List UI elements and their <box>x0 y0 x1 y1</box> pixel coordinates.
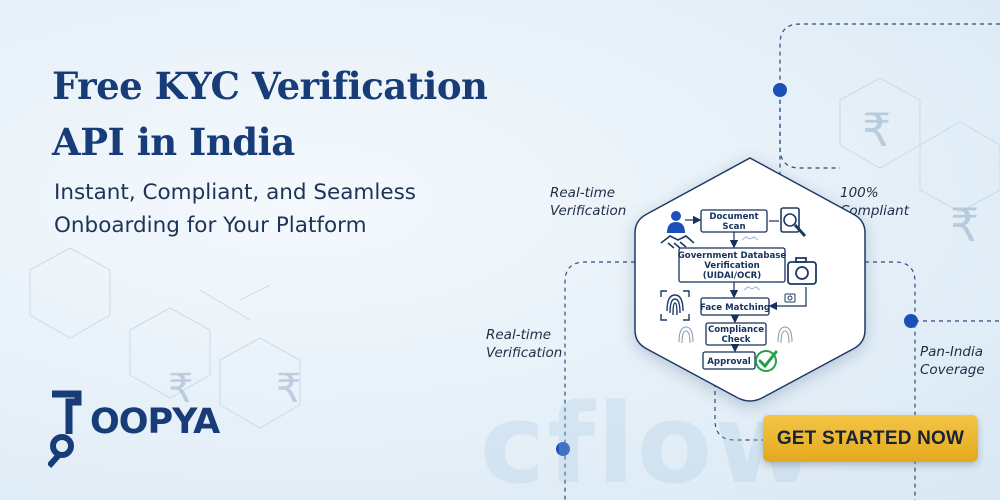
realtime-verification-label-left: Real-time Verification <box>486 327 563 361</box>
svg-text:(UIDAI/OCR): (UIDAI/OCR) <box>703 271 761 281</box>
svg-text:Government Database: Government Database <box>678 251 787 261</box>
fingerprint-icon <box>678 326 793 344</box>
logo-mark <box>48 390 82 469</box>
flow-step-document-scan: Document Scan <box>700 209 768 233</box>
handshake-icon <box>660 235 695 249</box>
flow-step-approval: Approval <box>702 351 756 370</box>
compliant-label: 100% Compliant <box>840 185 910 219</box>
rupee-icon: ₹ <box>168 366 194 412</box>
flow-step-compliance-check: Compliance Check <box>705 322 767 346</box>
svg-text:Verification: Verification <box>704 261 760 271</box>
pan-india-coverage-label: Pan-India Coverage <box>920 344 985 378</box>
svg-text:Document: Document <box>709 212 758 222</box>
svg-text:Compliance: Compliance <box>708 325 764 335</box>
watermark-text: cflow <box>480 380 818 500</box>
svg-text:Face Matching: Face Matching <box>700 303 770 313</box>
subheadline: Instant, Compliant, and Seamless Onboard… <box>54 176 484 242</box>
fingerprint-icon <box>660 290 690 321</box>
document-search-icon <box>780 207 807 238</box>
subheadline-line-1: Instant, Compliant, and Seamless <box>54 180 416 205</box>
logo: OOPYA <box>48 390 220 470</box>
rupee-icon: ₹ <box>950 198 980 252</box>
get-started-button[interactable]: GET STARTED NOW <box>763 415 978 462</box>
realtime-verification-label-top: Real-time Verification <box>550 185 627 219</box>
flow-step-government-database: Government Database Verification (UIDAI/… <box>678 247 787 283</box>
checkmark-icon <box>755 350 778 372</box>
camera-icon <box>784 293 796 303</box>
flow-step-face-matching: Face Matching <box>700 297 770 316</box>
svg-text:Check: Check <box>721 335 750 345</box>
logo-text: OOPYA <box>90 402 220 442</box>
svg-text:Approval: Approval <box>707 357 750 367</box>
handshake-icon <box>741 236 761 291</box>
headline-line-1: Free KYC Verification <box>52 64 488 108</box>
headline: Free KYC Verification API in India <box>52 58 492 170</box>
subheadline-line-2: Onboarding for Your Platform <box>54 213 367 238</box>
headline-line-2: API in India <box>52 120 295 164</box>
user-icon <box>667 211 685 233</box>
rupee-icon: ₹ <box>276 366 302 412</box>
rupee-icon: ₹ <box>862 103 892 157</box>
svg-text:Scan: Scan <box>722 222 745 232</box>
camera-icon <box>787 257 817 285</box>
